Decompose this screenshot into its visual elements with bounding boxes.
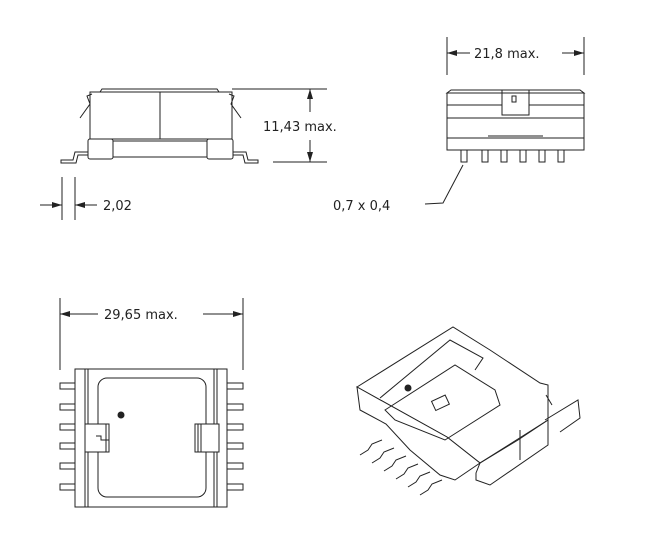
iso-pin1-marker-dot — [404, 384, 412, 392]
lead-pitch-label: 2,02 — [103, 199, 132, 214]
length-dimension-label: 29,65 max. — [104, 308, 178, 323]
isometric-view — [356, 326, 581, 496]
top-view: 29,65 max. — [59, 298, 244, 508]
front-view: 21,8 max. 0,7 x 0,4 — [333, 37, 586, 214]
pin1-marker-dot — [117, 411, 125, 419]
height-dimension-label: 11,43 max. — [263, 120, 337, 135]
side-view: 11,43 max. — [60, 88, 337, 164]
lead-pitch-dimension: 2,02 — [40, 177, 132, 220]
front-width-label: 21,8 max. — [474, 47, 540, 62]
pin-size-label: 0,7 x 0,4 — [333, 199, 390, 214]
